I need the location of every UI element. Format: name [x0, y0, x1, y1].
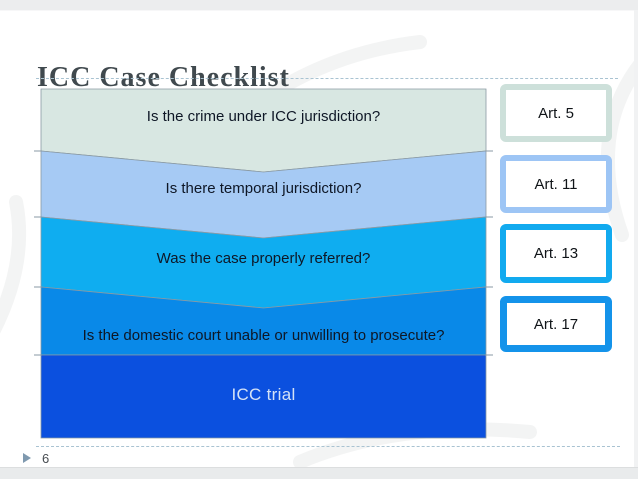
watermark-swirl	[0, 195, 27, 334]
chevron-band-4	[40, 286, 487, 356]
article-badge-art-11: Art. 11	[500, 155, 612, 213]
screen-edge-bottom	[0, 467, 638, 479]
article-badge-art-17: Art. 17	[500, 296, 612, 352]
article-badge-art-5: Art. 5	[500, 84, 612, 142]
slide-background: ICC Case Checklist Is the crime under IC…	[0, 10, 638, 469]
funnel-step-label-final: ICC trial	[231, 385, 296, 404]
article-badge-art-13: Art. 13	[500, 224, 612, 283]
article-badge-label: Art. 5	[538, 104, 574, 122]
funnel-step-label: Was the case properly referred?	[156, 250, 371, 267]
funnel-diagram	[0, 35, 638, 469]
page-title: ICC Case Checklist	[37, 61, 290, 93]
funnel-step-label: Is there temporal jurisdiction?	[165, 180, 362, 197]
title-underline-rule	[36, 78, 618, 79]
slide-number: 6	[42, 451, 50, 466]
article-badge-label: Art. 11	[534, 175, 578, 193]
article-badge-label: Art. 13	[533, 245, 579, 262]
funnel-step-label: Is the domestic court unable or unwillin…	[82, 327, 445, 344]
article-badge-label: Art. 17	[533, 315, 579, 333]
footer-rule	[36, 446, 620, 447]
screen-edge-top	[0, 0, 638, 11]
screen-edge-right	[634, 10, 638, 467]
chevron-band-5	[40, 354, 487, 439]
funnel-step-label: Is the crime under ICC jurisdiction?	[146, 108, 381, 125]
slide-number-arrow-icon	[23, 453, 31, 463]
band-boundary-ticks	[34, 150, 493, 356]
